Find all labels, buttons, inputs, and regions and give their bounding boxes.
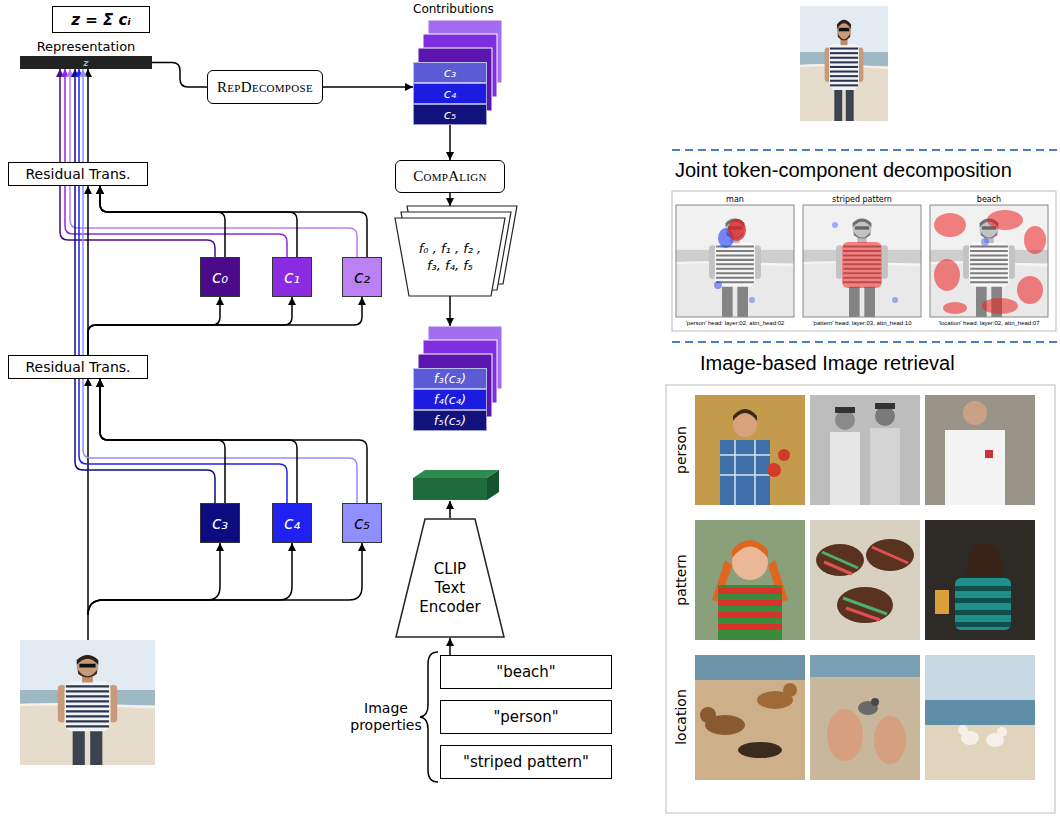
node-label: Residual Trans. <box>25 166 130 182</box>
component-square: c₀ <box>200 257 240 297</box>
heatmap-caption: 'person' head: layer:02, attn_head:02 <box>686 320 785 327</box>
contribution-layer: c₃ <box>413 62 487 83</box>
node-label: c₁ <box>284 267 300 287</box>
representation-heading: Representation <box>20 38 152 56</box>
row-label: location <box>673 689 690 745</box>
connector <box>75 69 215 503</box>
heatmap-title: man <box>726 195 744 205</box>
component-square: c₂ <box>342 257 382 297</box>
component-square: c₅ <box>342 503 382 543</box>
component-square: c₁ <box>272 257 312 297</box>
connector <box>100 186 367 257</box>
function-label: f₀ , f₁ , f₂ , f₃, f₄, f₅ <box>413 240 487 274</box>
node-label: "striped pattern" <box>463 753 589 771</box>
section-heading: Joint token-component decomposition <box>675 158 1012 182</box>
node-label: c₅ <box>354 513 370 533</box>
row-label: pattern <box>673 554 690 605</box>
node-label: c₂ <box>354 267 370 287</box>
function-stack: f₀ , f₁ , f₂ , f₃, f₄, f₅ <box>395 206 517 296</box>
trapezoid-text: f₀ , f₁ , f₂ , f₃, f₄, f₅ <box>395 218 505 296</box>
node-label: z = Σ cᵢ <box>71 11 130 29</box>
connector <box>88 297 292 355</box>
stack-heading: Contributions <box>413 2 505 17</box>
heatmap-caption: 'location' head: layer:02, attn_head:07 <box>938 320 1039 327</box>
node-label: c₃ <box>444 65 456 80</box>
connector <box>449 125 451 160</box>
heatmap-title: striped pattern <box>832 195 892 205</box>
process-box: RepDecompose <box>207 70 323 104</box>
query-photo <box>800 6 888 121</box>
encoder-arrow <box>449 501 451 518</box>
aligned-layer: f₅(c₅) <box>413 410 487 431</box>
heatmap-title: beach <box>977 195 1001 205</box>
component-square: c₄ <box>272 503 312 543</box>
node-label: "person" <box>493 708 558 726</box>
connector <box>100 379 225 503</box>
node-label: Residual Trans. <box>25 359 130 375</box>
input-photo <box>20 640 155 765</box>
property-box: "striped pattern" <box>440 745 612 779</box>
text-encoder: CLIP Text Encoder <box>395 518 505 638</box>
contribution-layer: c₅ <box>413 104 487 125</box>
property-box: "person" <box>440 700 612 734</box>
component-square: c₃ <box>200 503 240 543</box>
group-label: Image properties <box>345 700 427 734</box>
row-label: person <box>673 426 690 474</box>
layer-label: f₃(c₃) <box>434 371 466 386</box>
node-label: c₄ <box>284 513 300 533</box>
node-label: c₀ <box>212 267 228 287</box>
transformer-block: Residual Trans. <box>8 162 148 186</box>
representation-vector: Representationz <box>20 38 152 69</box>
connector <box>152 63 207 88</box>
connector <box>449 296 451 326</box>
input-flow-lines <box>88 378 362 640</box>
aligned-layer: f₃(c₃) <box>413 326 501 389</box>
process-box: CompAlign <box>395 160 505 193</box>
trapezoid-text: CLIP Text Encoder <box>395 542 505 634</box>
connector <box>100 379 367 503</box>
connector <box>88 297 220 355</box>
node-label: c₄ <box>444 86 456 101</box>
connector <box>100 379 297 503</box>
transformer-block: Residual Trans. <box>8 355 148 379</box>
representation-bar: z <box>20 56 152 69</box>
node-label: f₄(c₄) <box>434 392 466 407</box>
retrieval-panel <box>666 385 1055 813</box>
node-label: c₃ <box>212 513 228 533</box>
connector <box>323 86 413 88</box>
connector <box>100 186 225 257</box>
encoder-label: CLIP Text Encoder <box>417 560 483 617</box>
section-dividers <box>672 150 1058 342</box>
aligned-layer: f₄(c₄) <box>413 389 487 410</box>
connector <box>88 297 362 355</box>
text-embedding-bar <box>413 470 499 500</box>
node-label: "beach" <box>496 663 556 681</box>
connector <box>449 193 451 206</box>
formula-box: z = Σ cᵢ <box>52 6 150 33</box>
heatmap-panel <box>672 191 1056 331</box>
contribution-layer: c₄ <box>413 83 487 104</box>
connector <box>100 186 297 257</box>
connector <box>87 69 89 162</box>
contribution-stack: Contributions c₃ c₄ c₅ <box>413 2 505 125</box>
connector <box>83 69 357 503</box>
layer-face: f₃(c₃) <box>413 368 487 389</box>
property-box: "beach" <box>440 655 612 689</box>
node-label: f₅(c₅) <box>434 413 466 428</box>
properties-brace <box>420 652 438 782</box>
connector <box>79 69 287 503</box>
node-label: CompAlign <box>413 168 487 185</box>
node-label: c₅ <box>444 107 456 122</box>
section-heading: Image-based Image retrieval <box>700 351 955 375</box>
heatmap-caption: 'pattern' head: layer:03, attn_head:10 <box>812 320 911 327</box>
trapezoid-outline <box>395 518 505 638</box>
node-label: RepDecompose <box>217 79 313 96</box>
vector-label: z <box>83 57 88 69</box>
connector <box>449 638 451 655</box>
